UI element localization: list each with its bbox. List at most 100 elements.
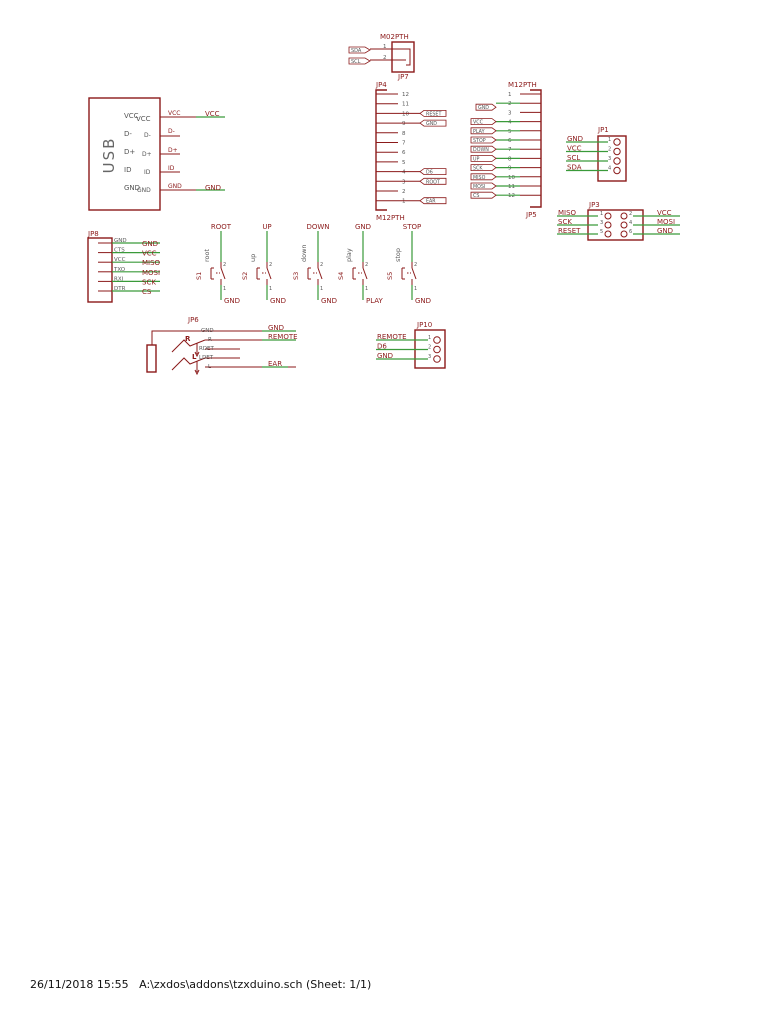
jp10-ref: JP10 [416,321,432,329]
jp4-pin-number: 4 [402,170,406,176]
jp5-pin-number: 8 [508,156,512,162]
usb-pin-vcc-name: VCC [124,112,139,120]
usb-pin-dplus-inner: D+ [142,151,152,158]
switch-bottom-net: PLAY [366,297,384,305]
switch-ref: S4 [337,272,345,280]
sheet-footer: 26/11/2018 15:55 A:\zxdos\addons\tzxduin… [30,978,371,991]
jp4-flag-gnd: GND [419,119,447,127]
switch-top-net: STOP [403,223,421,231]
jp3-pin-pad [604,212,612,220]
jp4-pin-number: 3 [402,179,406,185]
switch-ref: S5 [386,272,394,280]
jp1-ref: JP1 [597,126,609,134]
switch-value: root [203,249,211,262]
jp4-pin-number: 2 [402,189,406,195]
jp3-pin-number: 4 [629,220,632,226]
jp1-pin-number: 1 [608,137,611,143]
jp8-ref: JP8 [87,230,99,238]
jp5-pin-number: 7 [508,147,512,153]
jp4-ref: M12PTH [376,214,405,222]
jp5-flag-sck-label: SCK [473,166,483,172]
switch-ref: S2 [241,272,249,280]
jp5-pin-number: 6 [508,138,512,144]
jp4-pin-number: 8 [402,131,406,137]
jp4-flag-reset: RESET [419,110,447,117]
switch-ref: S3 [292,272,300,280]
jp6-pin-gnd: GND [201,328,214,334]
jp8-net-label: MISO [142,259,161,267]
switch-value: up [249,254,257,262]
jp7-name: M02PTH [380,33,409,41]
jp6-letter-r: R [185,335,191,343]
usb-pin-vcc-inner: VCC [136,115,151,123]
switch-pin-2: 2 [269,262,272,268]
jp7-ref: JP7 [397,73,409,81]
usb-pin-id: ID ID ID [124,165,180,176]
jp10-net-label: REMOTE [377,333,407,341]
switch-top-net: ROOT [211,223,232,231]
usb-gnd-wire-label: GND [205,184,221,192]
jp4-pin-number: 12 [402,92,409,98]
jp10-pin-number: 1 [428,335,431,341]
switch-value: play [345,248,353,262]
jp5-flag-mosi: MOSI [470,182,497,190]
jp5-pin-number: 4 [508,120,512,126]
jp8-net-label: CS [142,288,152,296]
jp1-net-label: SCL [567,154,580,162]
usb-pin-dminus-net: D- [168,128,175,135]
usb-pin-id-net: ID [168,165,175,172]
switch-pin-2: 2 [320,262,323,268]
jp5-flag-play: PLAY [470,127,497,135]
jp4-flag-ear: EAR [419,197,447,205]
jp8-pin-name: RXI [114,276,124,282]
jp10-net-label: D6 [377,343,387,351]
usb-pin-dminus: D- D- D- [124,128,180,139]
switch-top-net: DOWN [306,223,329,231]
jp10-net-label: GND [377,352,393,360]
jp8-net-label: SCK [142,278,156,286]
jp5-flag-miso-label: MISO [473,175,486,181]
footer-sheet: (Sheet: 1/1) [306,978,372,991]
jp6-pin-rdet: RDET [199,346,215,352]
usb-title: USB [100,137,118,174]
switch-bottom-net: GND [415,297,431,305]
jp3-net-label: SCK [558,218,572,226]
jp4-pin-number: 11 [402,102,409,108]
usb-pin-gnd-name: GND [124,184,140,192]
jp1-net-label: SDA [567,164,582,172]
jp6-net-remote: REMOTE [268,333,298,341]
jp4-flag-reset-label: RESET [426,111,441,117]
jp5-flag-up-label: UP [473,156,480,162]
jp1-pin-pad [613,166,621,175]
jp8-pin-name: DTR [114,286,126,292]
jp5-flag-mosi-label: MOSI [473,184,485,190]
jp3-net-label: GND [657,227,673,235]
jp4-flag-d6-label: D6 [426,170,433,176]
jp5-name: M12PTH [508,81,537,89]
switch-value: stop [394,248,402,262]
switch-bottom-net: GND [321,297,337,305]
jp3-pin-pad [620,230,628,238]
jp6-pin-r: R [208,337,212,343]
jp1-net-label: VCC [567,145,582,153]
usb-pin-dminus-inner: D- [144,132,151,139]
jp4-pin-number: 6 [402,150,406,156]
jp4-flag-root-label: ROOT [426,179,440,185]
usb-pin-vcc-net: VCC [168,110,180,117]
jp5-pin-number: 10 [508,175,515,181]
switch-pin-2: 2 [223,262,226,268]
jp5-pin-number: 2 [508,101,512,107]
jp7-connector: M02PTH JP7 1 2 SDA SCL [348,33,415,81]
jp7-flag-scl-label: SCL [351,59,361,65]
